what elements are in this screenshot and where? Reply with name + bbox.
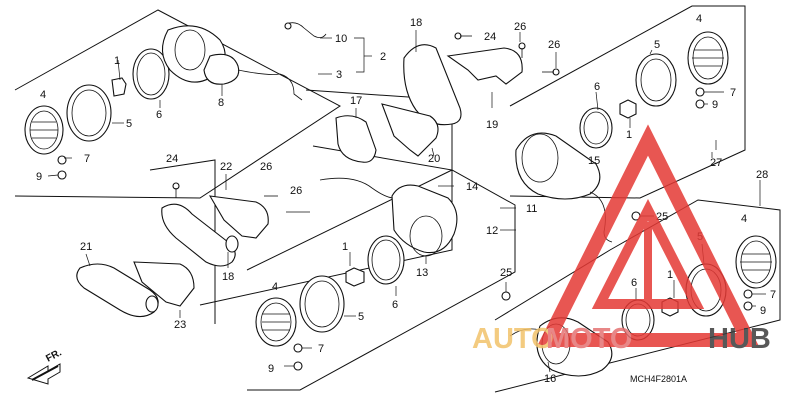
label-4c: 4	[696, 13, 702, 25]
label-16: 16	[544, 373, 556, 385]
label-6b: 6	[392, 299, 398, 311]
label-4a: 4	[40, 89, 46, 101]
label-24b: 24	[166, 153, 178, 165]
label-6c: 6	[594, 81, 600, 93]
label-20: 20	[428, 153, 440, 165]
label-9a: 9	[36, 171, 42, 183]
watermark-text-auto: AUTO	[472, 323, 554, 355]
label-6a: 6	[156, 109, 162, 121]
stay-group-bottom-left	[76, 253, 195, 318]
label-1b: 1	[342, 241, 348, 253]
label-21: 21	[80, 241, 92, 253]
stay-group-middle	[335, 103, 439, 163]
label-9b: 9	[268, 363, 274, 375]
label-26c: 26	[260, 161, 272, 173]
label-28: 28	[756, 169, 768, 181]
label-1a: 1	[114, 55, 120, 67]
label-26d: 26	[290, 185, 302, 197]
part-number-labels: 1 1 1 1 2 3 4 4 4 4 5 5 5 5 6 6 6 6 7 7 …	[36, 13, 776, 385]
stay-group-top	[403, 30, 560, 126]
label-1d: 1	[667, 269, 673, 281]
label-23: 23	[174, 319, 186, 331]
label-17: 17	[350, 95, 362, 107]
label-15: 15	[588, 155, 600, 167]
rear-left-lamp-group	[255, 177, 516, 371]
label-26a: 26	[514, 21, 526, 33]
label-1c: 1	[626, 129, 632, 141]
label-9d: 9	[760, 305, 766, 317]
label-7c: 7	[730, 87, 736, 99]
label-14: 14	[466, 181, 478, 193]
label-22: 22	[220, 161, 232, 173]
label-8: 8	[218, 97, 224, 109]
stay-group-left	[161, 174, 310, 268]
label-7b: 7	[318, 343, 324, 355]
label-18a: 18	[410, 17, 422, 29]
label-11: 11	[526, 203, 537, 215]
label-24a: 24	[484, 31, 496, 43]
label-13: 13	[416, 267, 428, 279]
label-26b: 26	[548, 39, 560, 51]
front-right-lamp-group	[515, 31, 729, 243]
direction-label: FR.	[44, 347, 64, 364]
label-19: 19	[486, 119, 498, 131]
label-25b: 25	[500, 267, 512, 279]
label-25a: 25	[656, 211, 668, 223]
label-6d: 6	[631, 277, 637, 289]
label-7d: 7	[770, 289, 776, 301]
label-18b: 18	[222, 271, 234, 283]
label-5a: 5	[126, 118, 132, 130]
label-7a: 7	[84, 153, 90, 165]
watermark-text-moto: MOTO	[546, 323, 632, 355]
diagram-code: MCH4F2801A	[630, 374, 687, 384]
front-direction-arrow: FR.	[26, 347, 64, 385]
label-12: 12	[486, 225, 498, 237]
label-3: 3	[336, 69, 342, 81]
front-left-lamp-group	[24, 25, 303, 180]
label-4b: 4	[272, 281, 278, 293]
watermark-text-hub: HUB	[708, 323, 771, 355]
watermark-logo: AUTO MOTO HUB	[472, 124, 771, 355]
label-4d: 4	[741, 213, 747, 225]
harness-group-10	[284, 22, 372, 75]
label-9c: 9	[712, 99, 718, 111]
label-5b: 5	[358, 311, 364, 323]
label-5c: 5	[654, 39, 660, 51]
label-27: 27	[710, 157, 722, 169]
label-10: 10	[335, 33, 347, 45]
label-2: 2	[380, 51, 386, 63]
